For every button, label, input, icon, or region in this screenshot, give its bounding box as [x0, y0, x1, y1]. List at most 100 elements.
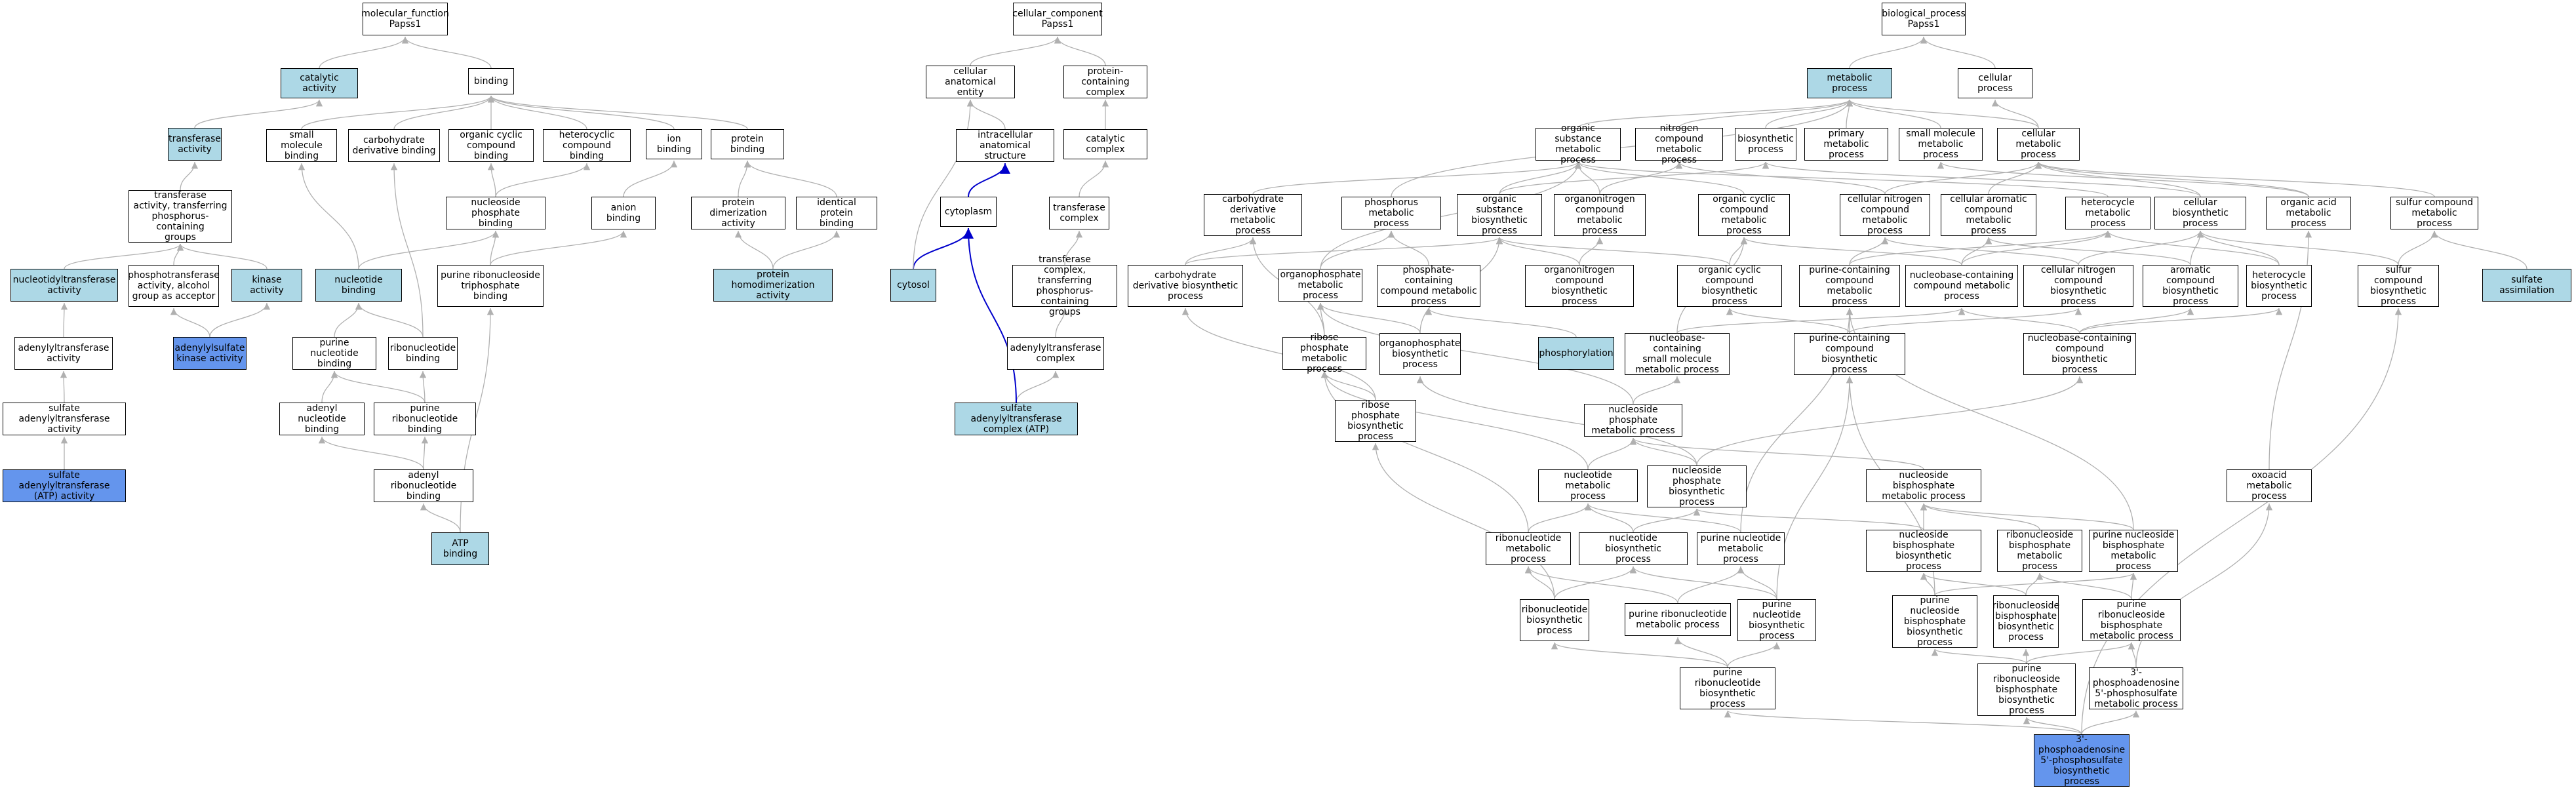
node-oxoacid-metabolic-process[interactable]: oxoacid metabolic process: [2227, 469, 2312, 502]
node-cellular-anatomical-entity[interactable]: cellular anatomical entity: [926, 66, 1015, 98]
node-cytoplasm[interactable]: cytoplasm: [940, 197, 997, 227]
node-organic-substance-biosynthetic-process[interactable]: organic substance biosynthetic process: [1457, 194, 1542, 236]
node-purine-ribonucleoside-bisphosphate-metabolic-process[interactable]: purine ribonucleoside bisphosphate metab…: [2082, 599, 2181, 641]
node-kinase-activity[interactable]: kinase activity: [231, 269, 302, 302]
node-sulfur-compound-biosynthetic-process[interactable]: sulfur compound biosynthetic process: [2358, 265, 2439, 307]
node-purine-ribonucleotide-metabolic-process[interactable]: purine ribonucleotide metabolic process: [1625, 603, 1731, 636]
node-primary-metabolic-process[interactable]: primary metabolic process: [1804, 128, 1888, 161]
node-heterocycle-metabolic-process[interactable]: heterocycle metabolic process: [2065, 197, 2150, 229]
node-ribonucleoside-bisphosphate-biosynthetic-process[interactable]: ribonucleoside bisphosphate biosynthetic…: [1992, 595, 2059, 648]
node-organic-cyclic-compound-binding[interactable]: organic cyclic compound binding: [448, 129, 534, 162]
node-cellular-aromatic-compound-metabolic-process[interactable]: cellular aromatic compound metabolic pro…: [1941, 194, 2036, 236]
node-small-molecule-binding[interactable]: small molecule binding: [266, 129, 337, 162]
node-nucleoside-phosphate-binding[interactable]: nucleoside phosphate binding: [446, 197, 545, 229]
node-carbohydrate-derivative-binding[interactable]: carbohydrate derivative binding: [348, 129, 440, 162]
node-purine-nucleotide-binding[interactable]: purine nucleotide binding: [292, 337, 376, 370]
node-adenyl-nucleotide-binding[interactable]: adenyl nucleotide binding: [279, 403, 365, 435]
node-ion-binding[interactable]: ion binding: [646, 129, 702, 159]
node-catalytic-activity[interactable]: catalytic activity: [281, 68, 358, 98]
node-carbohydrate-derivative-metabolic-process[interactable]: carbohydrate derivative metabolic proces…: [1204, 194, 1302, 236]
node-organic-substance-metabolic-process[interactable]: organic substance metabolic process: [1536, 123, 1621, 165]
node-ribonucleoside-bisphosphate-metabolic-process[interactable]: ribonucleoside bisphosphate metabolic pr…: [1997, 530, 2082, 572]
node-nucleobase-containing-small-molecule-metabolic-process[interactable]: nucleobase-containing small molecule met…: [1625, 333, 1730, 375]
node-atp-binding[interactable]: ATP binding: [431, 532, 489, 565]
node-organic-acid-metabolic-process[interactable]: organic acid metabolic process: [2266, 197, 2351, 229]
node-nitrogen-compound-metabolic-process[interactable]: nitrogen compound metabolic process: [1635, 123, 1723, 165]
node-organonitrogen-compound-metabolic-process[interactable]: organonitrogen compound metabolic proces…: [1554, 194, 1646, 236]
node-nucleobase-containing-compound-metabolic-process[interactable]: nucleobase-containing compound metabolic…: [1905, 265, 2018, 307]
node-heterocycle-biosynthetic-process[interactable]: heterocycle biosynthetic process: [2246, 265, 2312, 307]
node-carbohydrate-derivative-biosynthetic-process[interactable]: carbohydrate derivative biosynthetic pro…: [1128, 265, 1243, 307]
node-protein-binding[interactable]: protein binding: [711, 129, 784, 159]
node-paps-biosynthetic-process[interactable]: 3'-phosphoadenosine 5'-phosphosulfate bi…: [2034, 734, 2130, 787]
node-purine-ribonucleotide-binding[interactable]: purine ribonucleotide binding: [374, 403, 476, 435]
node-transferase-activity[interactable]: transferase activity: [168, 128, 222, 161]
node-adenyl-ribonucleotide-binding[interactable]: adenyl ribonucleotide binding: [374, 469, 473, 502]
node-purine-ribonucleoside-triphosphate-binding[interactable]: purine ribonucleoside triphosphate bindi…: [437, 265, 544, 307]
node-phosphotransferase-alcohol[interactable]: phosphotransferase activity, alcohol gro…: [128, 265, 220, 307]
node-nucleobase-containing-compound-biosynthetic-process[interactable]: nucleobase-containing compound biosynthe…: [2023, 333, 2136, 375]
node-organophosphate-metabolic-process[interactable]: organophosphate metabolic process: [1278, 269, 1362, 302]
node-purine-containing-compound-metabolic-process[interactable]: purine-containing compound metabolic pro…: [1799, 265, 1900, 307]
node-biosynthetic-process[interactable]: biosynthetic process: [1735, 128, 1796, 161]
node-transferase-phosphorus[interactable]: transferase activity, transferring phosp…: [129, 190, 232, 243]
node-cytosol[interactable]: cytosol: [890, 269, 936, 302]
node-sulfate-adenylyltransferase-activity[interactable]: sulfate adenylyltransferase activity: [3, 403, 126, 435]
node-nucleoside-phosphate-metabolic-process[interactable]: nucleoside phosphate metabolic process: [1584, 404, 1682, 437]
node-protein-dimerization-activity[interactable]: protein dimerization activity: [691, 197, 785, 229]
node-protein-homodimerization-activity[interactable]: protein homodimerization activity: [713, 269, 833, 302]
node-nucleoside-phosphate-biosynthetic-process[interactable]: nucleoside phosphate biosynthetic proces…: [1647, 465, 1747, 507]
node-protein-containing-complex[interactable]: protein-containing complex: [1063, 66, 1147, 98]
node-adenylylsulfate-kinase-activity[interactable]: adenylylsulfate kinase activity: [173, 337, 247, 370]
node-phosphorylation[interactable]: phosphorylation: [1538, 337, 1614, 370]
node-molecular-function-root[interactable]: molecular_function Papss1: [361, 3, 449, 35]
node-cellular-process[interactable]: cellular process: [1958, 68, 2032, 98]
node-purine-nucleoside-bisphosphate-metabolic-process[interactable]: purine nucleoside bisphosphate metabolic…: [2089, 530, 2178, 572]
node-metabolic-process[interactable]: metabolic process: [1807, 68, 1892, 98]
node-cellular-nitrogen-compound-biosynthetic-process[interactable]: cellular nitrogen compound biosynthetic …: [2023, 265, 2133, 307]
node-ribose-phosphate-metabolic-process[interactable]: ribose phosphate metabolic process: [1282, 332, 1366, 374]
node-cellular-nitrogen-compound-metabolic-process[interactable]: cellular nitrogen compound metabolic pro…: [1840, 194, 1930, 236]
node-ribonucleotide-metabolic-process[interactable]: ribonucleotide metabolic process: [1486, 532, 1571, 565]
node-organic-cyclic-compound-metabolic-process[interactable]: organic cyclic compound metabolic proces…: [1698, 194, 1790, 236]
node-nucleotidyltransferase-activity[interactable]: nucleotidyltransferase activity: [10, 269, 118, 302]
node-nucleotide-metabolic-process[interactable]: nucleotide metabolic process: [1538, 469, 1638, 502]
node-phosphorus-metabolic-process[interactable]: phosphorus metabolic process: [1341, 197, 1441, 229]
node-organonitrogen-compound-biosynthetic-process[interactable]: organonitrogen compound biosynthetic pro…: [1525, 265, 1634, 307]
node-purine-containing-compound-biosynthetic-process[interactable]: purine-containing compound biosynthetic …: [1794, 333, 1905, 375]
node-small-molecule-metabolic-process[interactable]: small molecule metabolic process: [1899, 128, 1983, 161]
node-purine-nucleoside-bisphosphate-biosynthetic-process[interactable]: purine nucleoside bisphosphate biosynthe…: [1892, 595, 1977, 648]
node-nucleoside-bisphosphate-biosynthetic-process[interactable]: nucleoside bisphosphate biosynthetic pro…: [1866, 530, 1981, 572]
node-identical-protein-binding[interactable]: identical protein binding: [796, 197, 877, 229]
node-cellular-biosynthetic-process[interactable]: cellular biosynthetic process: [2154, 197, 2246, 229]
node-sulfate-assimilation[interactable]: sulfate assimilation: [2482, 269, 2571, 302]
node-phosphate-containing-compound-metabolic-process[interactable]: phosphate-containing compound metabolic …: [1377, 265, 1480, 307]
node-adenylyltransferase-complex[interactable]: adenylyltransferase complex: [1007, 337, 1104, 370]
node-transferase-complex[interactable]: transferase complex: [1049, 197, 1109, 229]
node-aromatic-compound-biosynthetic-process[interactable]: aromatic compound biosynthetic process: [2143, 265, 2238, 307]
node-nucleoside-bisphosphate-metabolic-process[interactable]: nucleoside bisphosphate metabolic proces…: [1866, 469, 1981, 502]
node-binding[interactable]: binding: [468, 68, 514, 94]
node-purine-nucleotide-biosynthetic-process[interactable]: purine nucleotide biosynthetic process: [1737, 599, 1816, 641]
node-purine-ribonucleoside-bisphosphate-biosynthetic-process[interactable]: purine ribonucleoside bisphosphate biosy…: [1977, 663, 2076, 716]
node-ribonucleotide-biosynthetic-process[interactable]: ribonucleotide biosynthetic process: [1520, 599, 1589, 641]
node-sulfate-adenylyltransferase-complex[interactable]: sulfate adenylyltransferase complex (ATP…: [955, 403, 1078, 435]
node-catalytic-complex[interactable]: catalytic complex: [1063, 129, 1147, 159]
node-transferase-complex-phosphorus[interactable]: transferase complex, transferring phosph…: [1012, 254, 1117, 317]
node-purine-nucleotide-metabolic-process[interactable]: purine nucleotide metabolic process: [1697, 532, 1785, 565]
node-sulfur-compound-metabolic-process[interactable]: sulfur compound metabolic process: [2390, 197, 2478, 229]
node-purine-ribonucleotide-biosynthetic-process[interactable]: purine ribonucleotide biosynthetic proce…: [1680, 667, 1775, 709]
node-adenylyltransferase-activity[interactable]: adenylyltransferase activity: [14, 337, 113, 370]
node-nucleotide-binding[interactable]: nucleotide binding: [315, 269, 402, 302]
node-anion-binding[interactable]: anion binding: [591, 197, 656, 229]
node-biological-process-root[interactable]: biological_process Papss1: [1882, 3, 1966, 35]
node-organophosphate-biosynthetic-process[interactable]: organophosphate biosynthetic process: [1379, 333, 1461, 375]
node-heterocyclic-compound-binding[interactable]: heterocyclic compound binding: [543, 129, 631, 162]
node-ribose-phosphate-biosynthetic-process[interactable]: ribose phosphate biosynthetic process: [1335, 400, 1416, 442]
node-organic-cyclic-compound-biosynthetic-process[interactable]: organic cyclic compound biosynthetic pro…: [1677, 265, 1782, 307]
node-cellular-component-root[interactable]: cellular_component Papss1: [1012, 3, 1103, 35]
node-paps-metabolic-process[interactable]: 3'-phosphoadenosine 5'-phosphosulfate me…: [2089, 667, 2183, 709]
node-ribonucleotide-binding[interactable]: ribonucleotide binding: [388, 337, 458, 370]
node-cellular-metabolic-process[interactable]: cellular metabolic process: [1997, 128, 2080, 161]
node-nucleotide-biosynthetic-process[interactable]: nucleotide biosynthetic process: [1579, 532, 1688, 565]
